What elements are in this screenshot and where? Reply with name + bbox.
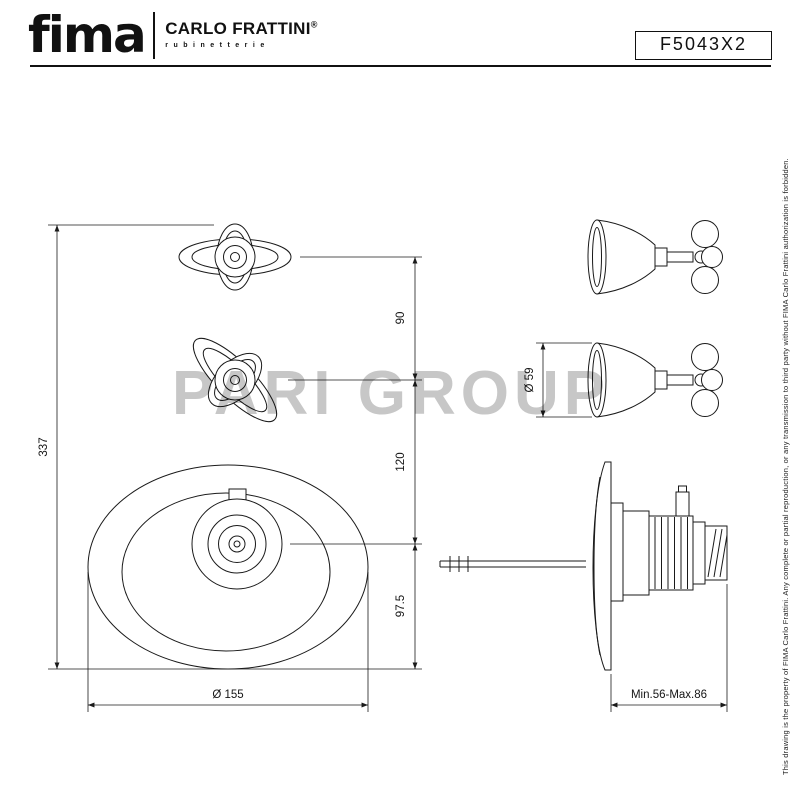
plate-front — [87, 464, 369, 670]
fima-logo: fima — [28, 6, 147, 64]
handle-side-middle — [587, 342, 723, 418]
brand-block: CARLO FRATTINI® rubinetterie — [165, 19, 317, 49]
dim-depth: Min.56-Max.86 — [610, 584, 728, 712]
dim-label-handle-gap: 90 — [395, 312, 407, 325]
dim-label-valve-gap: 120 — [395, 452, 407, 471]
valve-side-view — [439, 461, 728, 671]
product-code-box: F5043X2 — [634, 31, 772, 60]
header-rule — [30, 65, 771, 67]
copyright-note: This drawing is the property of FIMA Car… — [781, 158, 790, 775]
dim-chain-right: 90 120 97.5 — [288, 256, 422, 669]
dim-plate-diameter: Ø 155 — [87, 572, 369, 712]
brand-name: CARLO FRATTINI® — [165, 19, 317, 39]
dim-label-plate-diameter: Ø 155 — [212, 689, 243, 701]
brand-text: CARLO FRATTINI — [165, 19, 311, 38]
dim-label-depth-range: Min.56-Max.86 — [631, 689, 707, 701]
dim-handle-diameter: Ø 59 — [524, 342, 592, 418]
handle-front-middle — [192, 337, 278, 423]
brand-subtitle: rubinetterie — [165, 42, 270, 49]
dim-total-height: 337 — [38, 224, 422, 670]
handle-front-top — [178, 223, 292, 291]
handle-side-top — [587, 219, 723, 295]
header: fima CARLO FRATTINI® rubinetterie F5043X… — [28, 10, 772, 60]
registered-mark: ® — [310, 19, 318, 30]
logo-divider — [152, 12, 156, 59]
dim-label-total-height: 337 — [38, 437, 50, 456]
dim-label-plate-offset: 97.5 — [395, 595, 407, 617]
product-code: F5043X2 — [659, 34, 747, 54]
brand-lockup: fima CARLO FRATTINI® rubinetterie — [28, 10, 318, 60]
dim-label-handle-diameter: Ø 59 — [524, 368, 536, 393]
